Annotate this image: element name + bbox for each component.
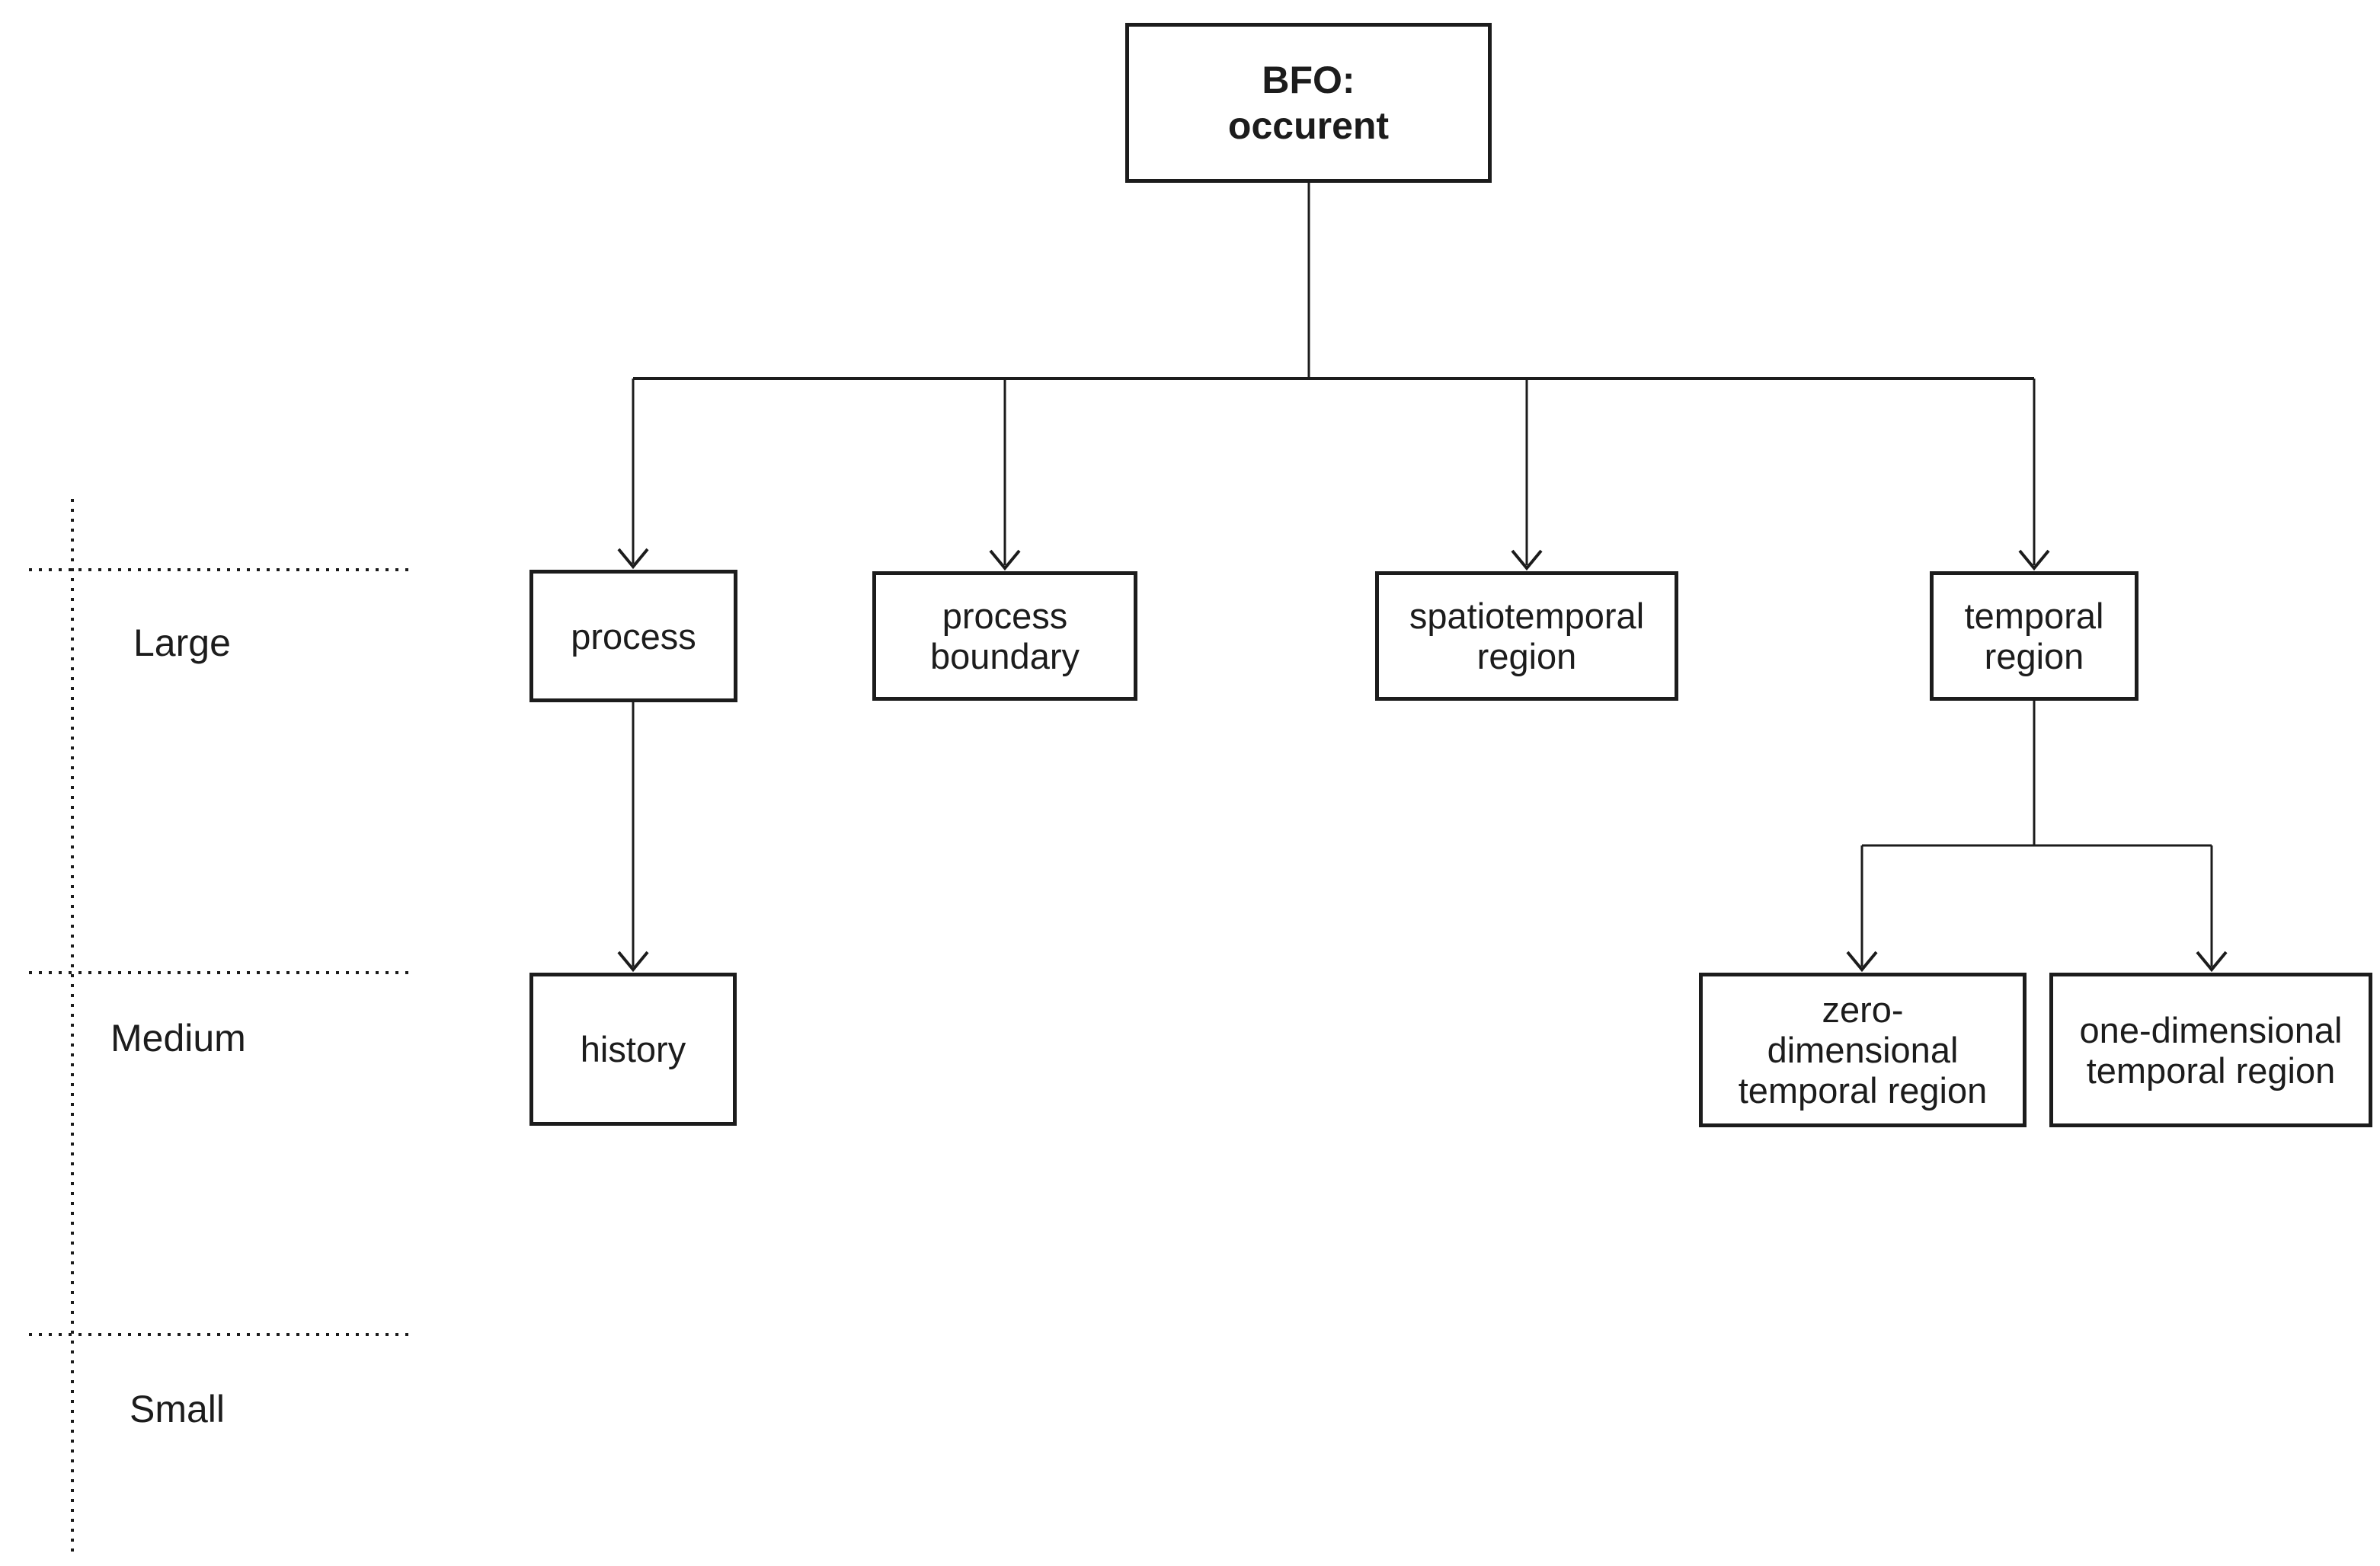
node-label-line: process xyxy=(942,596,1068,636)
node-label-line: region xyxy=(1984,636,2084,676)
node-process-boundary: process boundary xyxy=(872,571,1137,701)
node-label-line: region xyxy=(1476,636,1577,676)
node-label-line: occurent xyxy=(1227,104,1390,147)
edge-bfo-children-stem xyxy=(633,183,2034,380)
edge-temporal-one-dimensional xyxy=(2196,845,2228,973)
node-label-line: temporal region xyxy=(2086,1050,2336,1091)
node-label-line: zero- xyxy=(1822,989,1904,1030)
edge-bfo-process-boundary xyxy=(989,379,1021,571)
node-zero-dimensional-temporal-region: zero- dimensional temporal region xyxy=(1699,973,2027,1127)
node-label-line: temporal xyxy=(1964,596,2104,636)
node-bfo-occurent: BFO: occurent xyxy=(1125,23,1492,183)
node-label-line: spatiotemporal xyxy=(1409,596,1645,636)
node-label-line: boundary xyxy=(930,636,1080,676)
scale-label-medium: Medium xyxy=(110,1017,246,1059)
node-spatiotemporal-region: spatiotemporal region xyxy=(1375,571,1678,701)
edge-temporal-children-stem xyxy=(1862,701,2212,847)
scale-label-small: Small xyxy=(130,1388,226,1430)
node-label-line: dimensional xyxy=(1767,1030,1959,1070)
edge-bfo-spatiotemporal-region xyxy=(1511,379,1543,571)
edge-bfo-process xyxy=(617,379,649,570)
node-label-line: BFO: xyxy=(1262,59,1355,101)
node-label-line: one-dimensional xyxy=(2079,1009,2343,1050)
node-label-line: process xyxy=(571,615,696,657)
scale-label-large: Large xyxy=(133,622,231,664)
node-label-line: history xyxy=(580,1029,686,1069)
node-one-dimensional-temporal-region: one-dimensional temporal region xyxy=(2049,973,2372,1127)
node-process: process xyxy=(529,570,737,702)
edge-bfo-temporal-region xyxy=(2018,379,2050,571)
node-label-line: temporal region xyxy=(1738,1070,1988,1111)
node-history: history xyxy=(529,973,737,1126)
node-temporal-region: temporal region xyxy=(1930,571,2138,701)
edge-temporal-zero-dimensional xyxy=(1846,845,1878,973)
edge-process-history xyxy=(617,702,649,973)
